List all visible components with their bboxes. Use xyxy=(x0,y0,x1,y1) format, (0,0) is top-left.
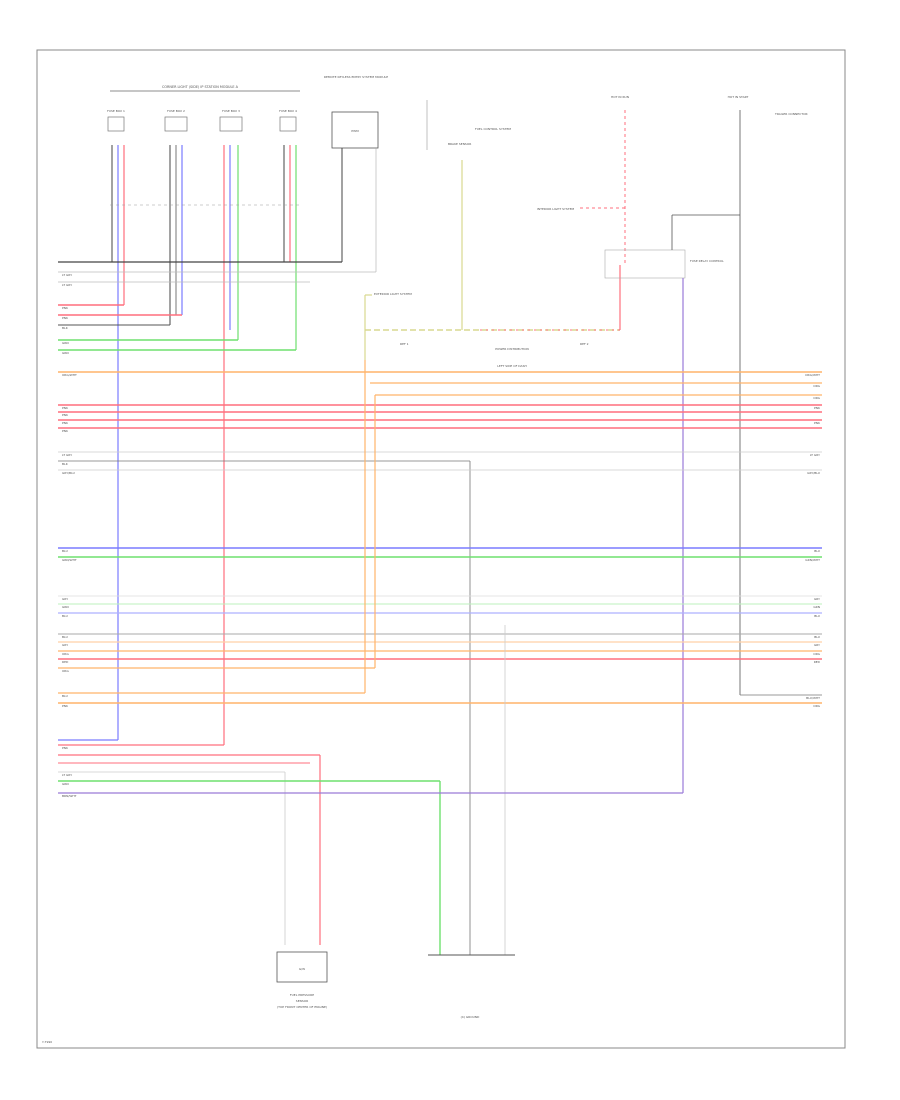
wire-label: PNK xyxy=(62,306,69,310)
wire-label: ORG xyxy=(813,396,820,400)
sensor-caption: SENSOR xyxy=(296,999,308,1003)
connector-fuse-3 xyxy=(219,116,243,132)
wire-label: PNK xyxy=(62,746,69,750)
wire-label: RED xyxy=(814,660,821,664)
sensor-box-label: G/W xyxy=(299,967,305,971)
wire-label: PNK xyxy=(62,421,69,425)
wire-label: LT GRY xyxy=(62,453,72,457)
module-box-label: PWM xyxy=(351,129,359,133)
wire-label: ORG/WHT xyxy=(805,373,820,377)
wire-label: PNK xyxy=(62,704,69,708)
wire-label: BRN/WHT xyxy=(62,794,77,798)
callout-interior: INTERIOR LIGHT SYSTEM xyxy=(537,207,575,211)
fuse-vertical-wires xyxy=(110,145,300,745)
wire-label: GRN/WHT xyxy=(805,558,820,562)
connector-label: FUSE BOX 3 xyxy=(222,109,240,113)
wire-label: LT GRY xyxy=(62,283,72,287)
wire-label: ORG xyxy=(813,384,820,388)
right-wire-labels: ORG/WHT ORG ORG PNK PNK LT GRY GRY/BLU B… xyxy=(805,373,821,708)
connector-label: FUSE BOX 1 xyxy=(107,109,125,113)
group-title: CORNER LIGHT (SIDE) IP STATION MODULE A xyxy=(162,85,239,89)
upper-bus xyxy=(58,261,376,351)
callout-hot-run: HOT IN RUN xyxy=(611,95,629,99)
wire-label: BLU xyxy=(814,635,820,639)
connector-group-top: FUSE BOX 1 FUSE BOX 2 FUSE BOX 3 FUSE BO… xyxy=(107,109,297,132)
wire-label: PNK xyxy=(62,406,69,410)
wire-label: LT GRY xyxy=(810,453,820,457)
wire-label: GRN xyxy=(62,605,69,609)
main-bus xyxy=(58,360,822,955)
wire-label: PNK xyxy=(62,316,69,320)
callout-relay: FUSE RELAY CONTROL xyxy=(690,259,724,263)
ref-1: REF 1 xyxy=(400,342,409,346)
lower-feeds xyxy=(58,739,683,955)
wire-label: BLU xyxy=(814,614,820,618)
wire-label: GRN/WHT xyxy=(62,558,77,562)
connector-fuse-4 xyxy=(279,116,297,132)
left-wire-labels: LT GRY LT GRY PNK PNK BLK GRN GRN ORG/WH… xyxy=(62,273,77,798)
connector-fuse-1 xyxy=(107,116,125,132)
wire-label: GRY xyxy=(62,597,68,601)
connector-label: FUSE BOX 4 xyxy=(279,109,297,113)
wire-label: GRN xyxy=(62,782,69,786)
wire-label: PNK xyxy=(62,413,69,417)
wire-label: BLU xyxy=(814,549,820,553)
ref-2: REF 2 xyxy=(580,342,589,346)
wire-label: BLK xyxy=(62,326,69,330)
wire-label: GRN xyxy=(62,341,69,345)
wire-label: GRY/BLU xyxy=(807,471,820,475)
callout-power-dist: POWER DISTRIBUTION xyxy=(495,347,529,351)
wire-label: ORG xyxy=(62,669,69,673)
wire-label: BLK xyxy=(62,462,69,466)
sensor-caption: (TOP FRONT CENTER OF ENGINE) xyxy=(277,1005,327,1009)
wire-label: BLU xyxy=(62,635,68,639)
callout-fuel: FUEL CONTROL SYSTEM xyxy=(475,127,511,131)
wire-label: PNK xyxy=(62,429,69,433)
page-code: Y-7990 xyxy=(42,1040,52,1044)
module-title: REMOTE KEYLESS ENTRY SYSTEM MODULE xyxy=(324,75,388,79)
wire-label: ORG xyxy=(62,652,69,656)
wire-label: GRY xyxy=(62,643,68,647)
fuel-pressure-sensor xyxy=(276,951,328,983)
callout-power-dist-sub: LEFT SIDE OF DASH xyxy=(497,364,526,368)
diagram-border xyxy=(36,49,846,1049)
wire-label: GRY/BLU xyxy=(62,471,75,475)
callout-exterior: EXTERIOR LIGHT SYSTEM xyxy=(374,292,412,296)
sensor-caption: FUEL PRESSURE xyxy=(290,993,314,997)
wire-label: GRY xyxy=(814,597,820,601)
wire-label: ORG/WHT xyxy=(62,373,77,377)
wire-label: ORG xyxy=(813,704,820,708)
callout-trailer: TRAILER CONNECTOR xyxy=(774,112,808,116)
wire-label: BLU/WHT xyxy=(806,696,820,700)
wire-label: PNK xyxy=(814,421,821,425)
wire-label: ORG xyxy=(813,652,820,656)
remote-keyless-module xyxy=(331,111,379,149)
callout-brake: BRAKE SENSOR xyxy=(448,142,471,146)
connector-fuse-2 xyxy=(164,116,188,132)
wire-label: GRN xyxy=(62,351,69,355)
wire-label: GRN xyxy=(813,605,820,609)
wire-label: BLU xyxy=(62,614,68,618)
wire-label: BLU xyxy=(62,694,68,698)
wire-label: LT GRY xyxy=(62,773,72,777)
connector-label: FUSE BOX 2 xyxy=(167,109,185,113)
wire-label: RED xyxy=(62,660,69,664)
callout-hot-start: HOT IN START xyxy=(728,95,749,99)
wire-label: PNK xyxy=(814,406,821,410)
wire-label: GRY xyxy=(814,643,820,647)
wire-label: LT GRY xyxy=(62,273,72,277)
ground-caption: (4) GROUND xyxy=(461,1015,480,1019)
wire-label: BLU xyxy=(62,549,68,553)
